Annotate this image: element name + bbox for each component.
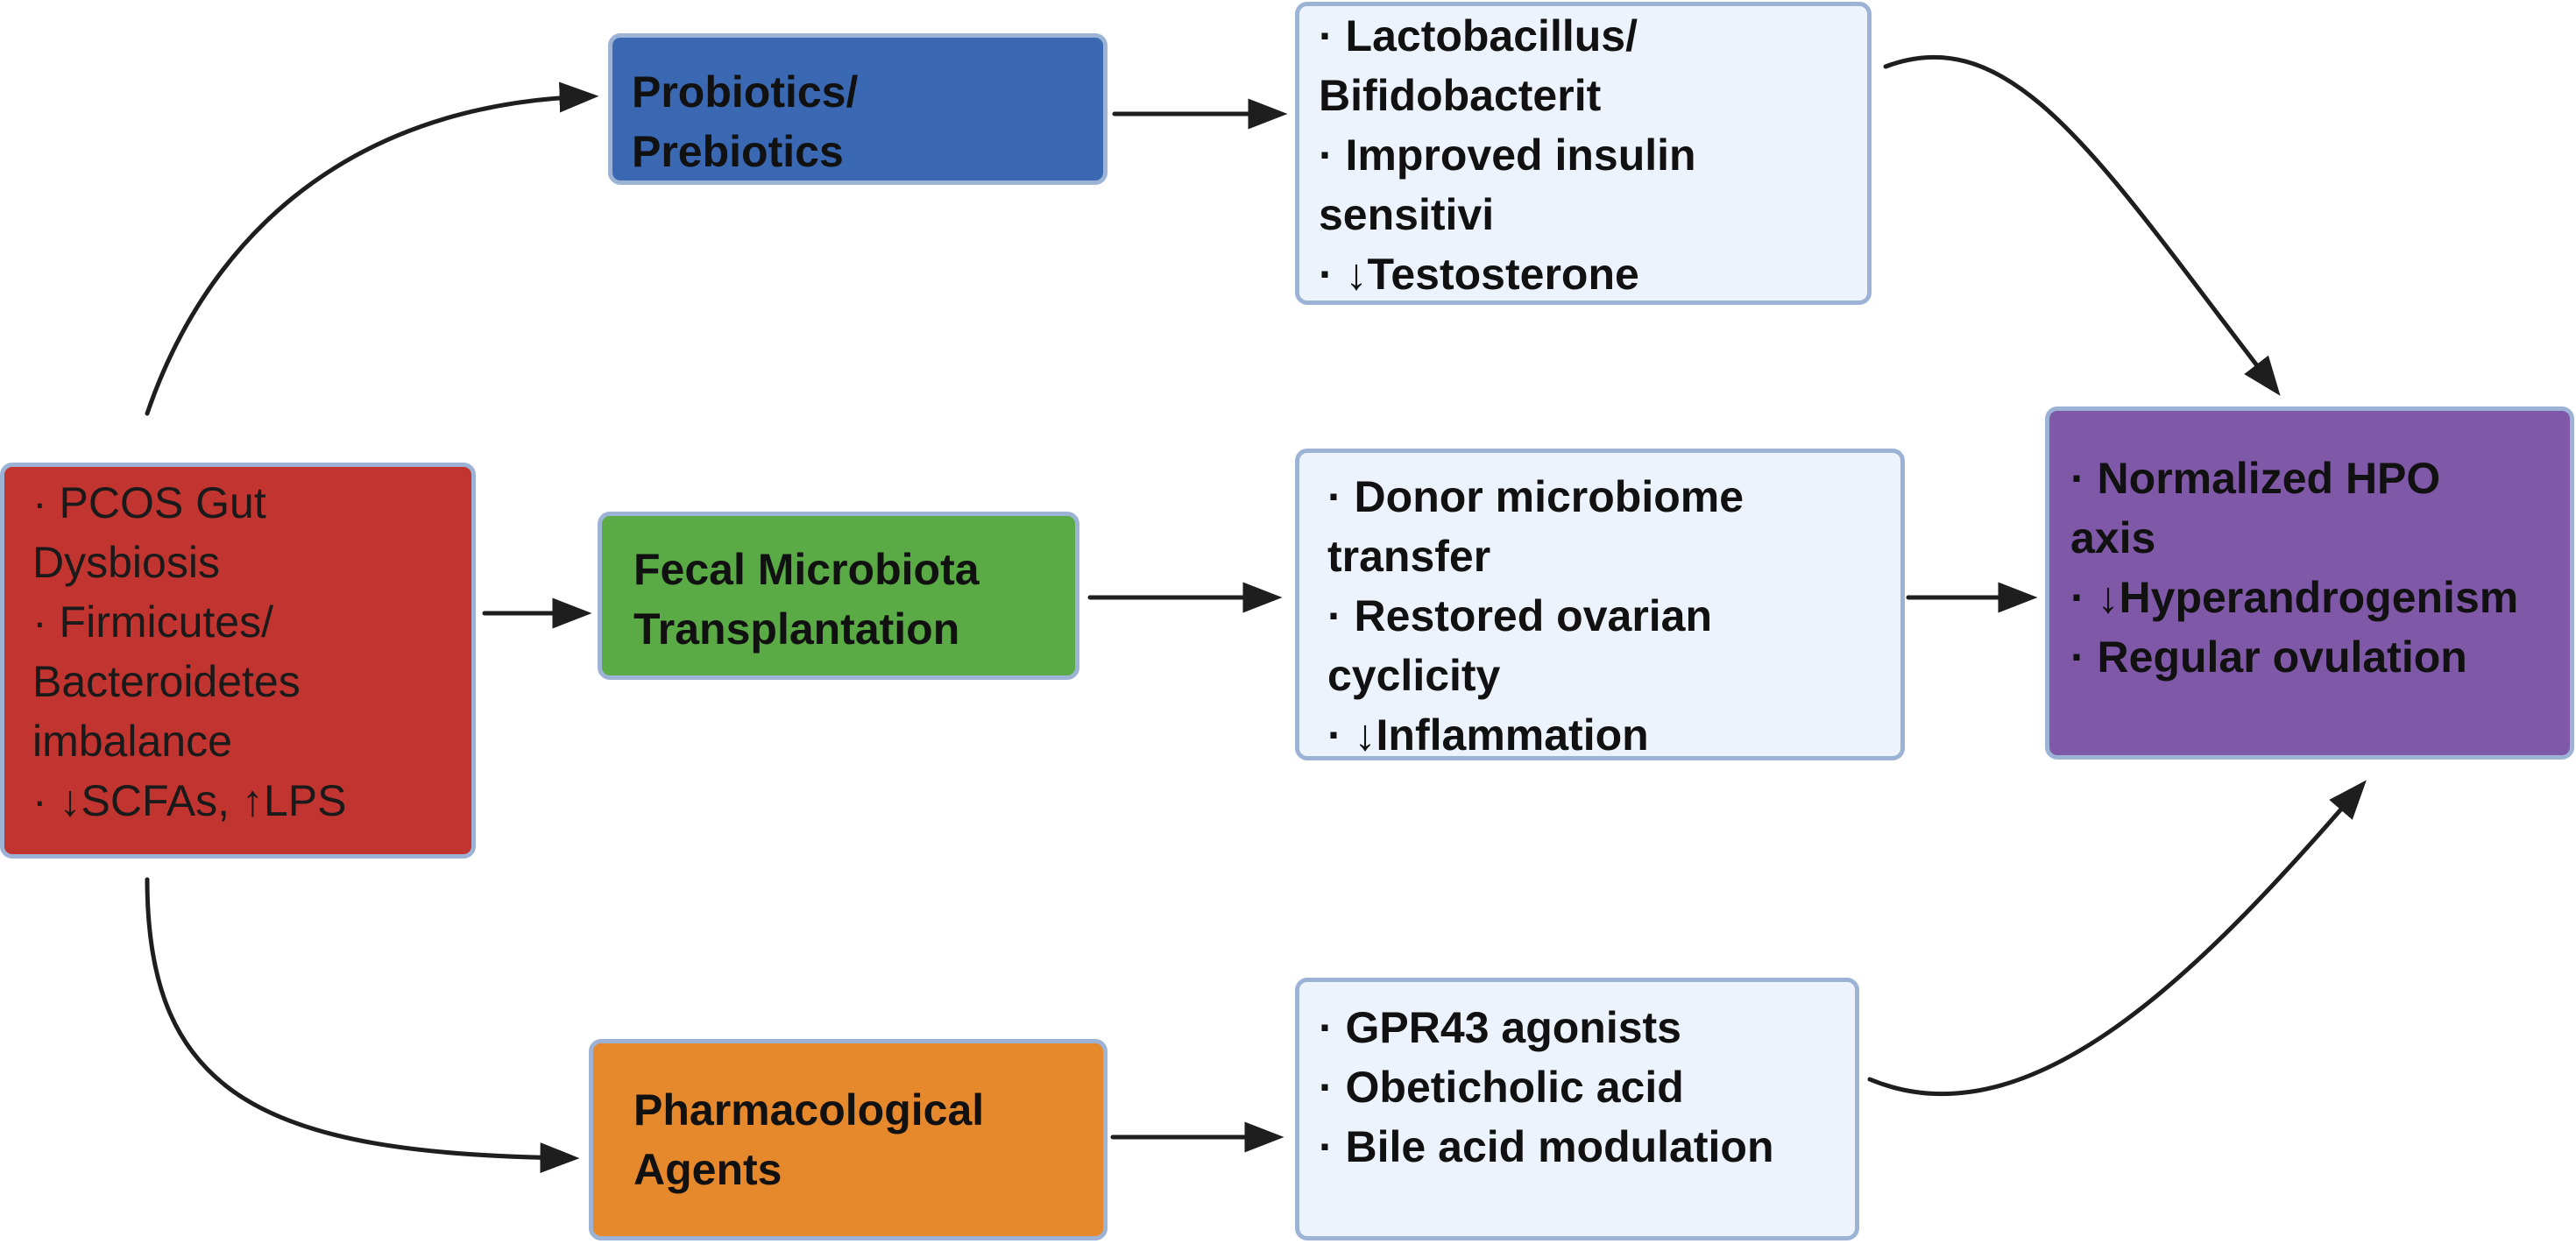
source-line-4: Bacteroidetes <box>32 657 301 706</box>
source-line-2: Dysbiosis <box>32 538 220 587</box>
pharmacological-agents-box: Pharmacological Agents <box>589 1039 1108 1240</box>
probiotics-effect-line-5: · ↓Testosterone <box>1319 250 1639 299</box>
probiotics-effects-box: · Lactobacillus/ Bifidobacterit · Improv… <box>1295 2 1872 305</box>
probiotics-line-2: Prebiotics <box>632 127 844 176</box>
outcome-line-1: · Normalized HPO <box>2070 454 2441 503</box>
normalized-hpo-outcome-box: · Normalized HPO axis · ↓Hyperandrogenis… <box>2045 406 2574 760</box>
pharma-effect-line-2: · Obeticholic acid <box>1319 1063 1684 1112</box>
pharma-effect-line-1: · GPR43 agonists <box>1319 1003 1681 1052</box>
probiotics-line-1: Probiotics/ <box>632 67 859 117</box>
source-line-6: · ↓SCFAs, ↑LPS <box>32 776 347 825</box>
pharma-line-2: Agents <box>633 1145 782 1194</box>
arrow-effect-pharma-to-outcome <box>1867 780 2367 1097</box>
probiotics-prebiotics-box: Probiotics/ Prebiotics <box>608 33 1108 185</box>
source-line-5: imbalance <box>32 717 232 766</box>
fecal-microbiota-transplantation-box: Fecal Microbiota Transplantation <box>598 512 1079 680</box>
fmt-effect-line-4: cyclicity <box>1327 651 1501 700</box>
fmt-line-2: Transplantation <box>633 604 960 654</box>
arrow-effect-probiotics-to-outcome <box>1883 55 2281 396</box>
arrow-source-to-probiotics <box>145 81 599 416</box>
probiotics-effect-line-4: sensitivi <box>1319 190 1495 239</box>
pcos-gut-dysbiosis-box: · PCOS Gut Dysbiosis · Firmicutes/ Bacte… <box>0 463 476 859</box>
pharma-effect-line-3: · Bile acid modulation <box>1319 1122 1774 1171</box>
arrow-source-to-pharma <box>145 877 580 1174</box>
source-line-3: · Firmicutes/ <box>32 597 273 647</box>
pharma-effects-box: · GPR43 agonists · Obeticholic acid · Bi… <box>1295 978 1859 1240</box>
fmt-effect-line-2: transfer <box>1327 532 1491 581</box>
fmt-effect-line-5: · ↓Inflammation <box>1327 710 1649 760</box>
pharma-line-1: Pharmacological <box>633 1085 985 1134</box>
probiotics-effect-line-2: Bifidobacterit <box>1319 71 1602 120</box>
fmt-effects-box: · Donor microbiome transfer · Restored o… <box>1295 449 1905 760</box>
fmt-effect-line-3: · Restored ovarian <box>1327 591 1713 640</box>
outcome-line-2: axis <box>2070 513 2156 562</box>
outcome-line-3: · ↓Hyperandrogenism <box>2070 573 2519 622</box>
outcome-line-4: · Regular ovulation <box>2070 633 2467 682</box>
probiotics-effect-line-1: · Lactobacillus/ <box>1319 11 1638 60</box>
fmt-line-1: Fecal Microbiota <box>633 545 980 594</box>
probiotics-effect-line-3: · Improved insulin <box>1319 131 1696 180</box>
fmt-effect-line-1: · Donor microbiome <box>1327 472 1744 521</box>
source-line-1: · PCOS Gut <box>32 478 266 527</box>
